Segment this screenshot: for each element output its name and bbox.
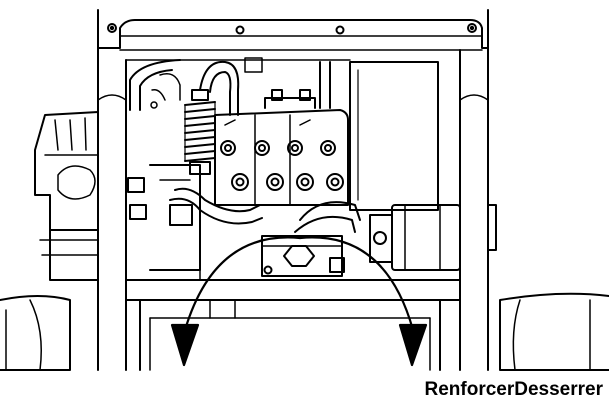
spring — [184, 89, 216, 175]
coupling — [369, 204, 497, 271]
adjustment-block — [261, 235, 345, 277]
pump-manifold — [214, 89, 349, 206]
wheels — [0, 292, 609, 371]
right-box — [349, 61, 439, 211]
motor-body — [127, 164, 201, 271]
engine-housing — [34, 111, 99, 281]
rotation-arrows — [170, 236, 428, 367]
caption-label: RenforcerDesserrer — [424, 379, 604, 400]
frame-details — [125, 59, 351, 319]
